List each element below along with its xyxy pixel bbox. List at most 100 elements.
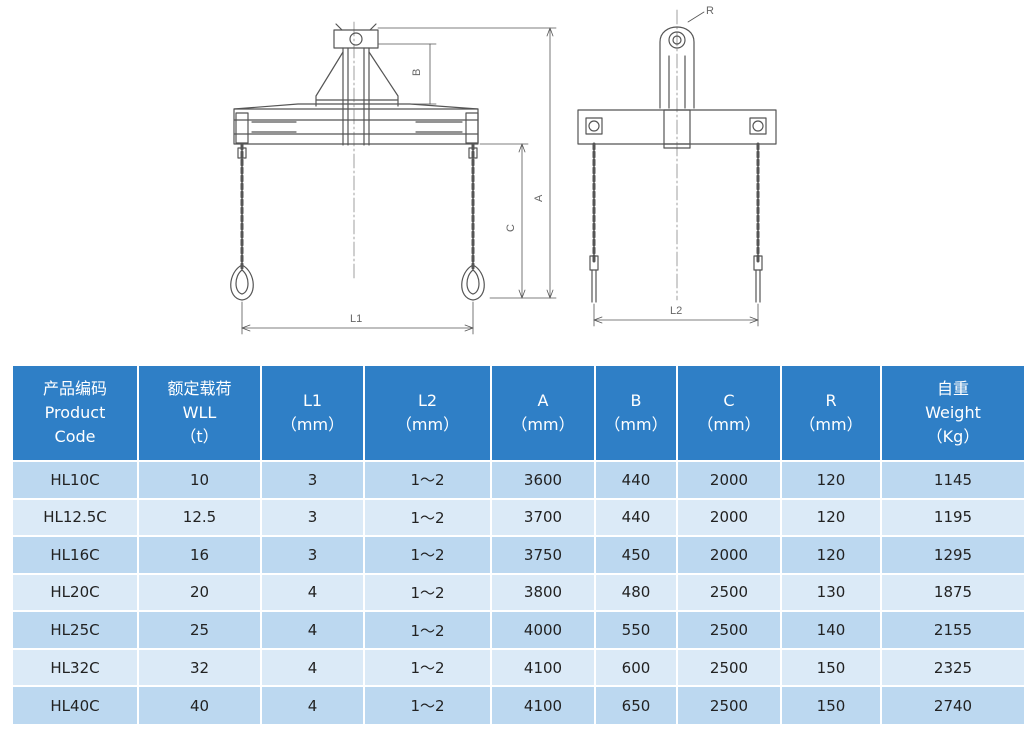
cell-l1: 4 bbox=[261, 647, 365, 687]
header-line: （mm） bbox=[395, 415, 460, 434]
cell-l2: 1～2 bbox=[364, 572, 492, 612]
dim-label-a: A bbox=[533, 194, 545, 202]
header-line: （mm） bbox=[697, 415, 761, 434]
header-line: Weight bbox=[925, 403, 981, 422]
cell-weight: 2740 bbox=[881, 685, 1024, 724]
cell-weight: 1875 bbox=[881, 572, 1024, 612]
dim-label-c: C bbox=[505, 224, 517, 232]
cell-wll: 20 bbox=[138, 572, 262, 612]
technical-drawing: L1 B A C R L2 bbox=[230, 5, 777, 335]
header-c: C （mm） bbox=[677, 366, 782, 461]
cell-product-code: HL10C bbox=[13, 460, 139, 499]
cell-c: 2500 bbox=[677, 685, 782, 724]
side-view bbox=[577, 9, 777, 327]
cell-r: 150 bbox=[781, 647, 882, 687]
cell-a: 4100 bbox=[491, 647, 596, 687]
cell-a: 3700 bbox=[491, 497, 596, 537]
front-view bbox=[230, 21, 557, 335]
cell-c: 2500 bbox=[677, 610, 782, 649]
cell-r: 120 bbox=[781, 460, 882, 499]
header-line: L2 bbox=[417, 391, 438, 410]
cell-product-code: HL20C bbox=[13, 572, 139, 612]
cell-b: 550 bbox=[595, 610, 678, 649]
cell-wll: 32 bbox=[138, 647, 262, 687]
header-line: （mm） bbox=[280, 415, 345, 434]
cell-l2: 1～2 bbox=[364, 497, 492, 537]
cell-wll: 12.5 bbox=[138, 497, 262, 537]
cell-product-code: HL16C bbox=[13, 535, 139, 574]
header-line: 产品编码 bbox=[42, 379, 107, 398]
header-line: A bbox=[537, 391, 549, 410]
header-line: Product bbox=[44, 403, 106, 422]
header-line: （mm） bbox=[604, 415, 668, 434]
header-line: C bbox=[723, 391, 735, 410]
cell-a: 3600 bbox=[491, 460, 596, 499]
cell-wll: 10 bbox=[138, 460, 262, 499]
header-line: R bbox=[825, 391, 837, 410]
header-b: B （mm） bbox=[595, 366, 678, 461]
dim-label-r: R bbox=[706, 5, 714, 17]
cell-b: 440 bbox=[595, 460, 678, 499]
header-wll: 额定载荷 WLL （t） bbox=[138, 366, 262, 461]
cell-c: 2500 bbox=[677, 647, 782, 687]
cell-r: 150 bbox=[781, 685, 882, 724]
cell-c: 2000 bbox=[677, 535, 782, 574]
header-l2: L2 （mm） bbox=[364, 366, 492, 461]
cell-weight: 2155 bbox=[881, 610, 1024, 649]
cell-b: 650 bbox=[595, 685, 678, 724]
header-line: （mm） bbox=[799, 415, 863, 434]
cell-l2: 1～2 bbox=[364, 685, 492, 724]
header-line: （t） bbox=[180, 427, 219, 446]
cell-product-code: HL32C bbox=[13, 647, 139, 687]
cell-l2: 1～2 bbox=[364, 535, 492, 574]
cell-wll: 25 bbox=[138, 610, 262, 649]
dim-label-l2: L2 bbox=[670, 305, 682, 317]
header-line: B bbox=[630, 391, 642, 410]
dim-label-b: B bbox=[411, 69, 423, 76]
cell-c: 2500 bbox=[677, 572, 782, 612]
cell-c: 2000 bbox=[677, 460, 782, 499]
cell-weight: 1145 bbox=[881, 460, 1024, 499]
header-line: 自重 bbox=[936, 379, 969, 398]
cell-l2: 1～2 bbox=[364, 610, 492, 649]
cell-weight: 1295 bbox=[881, 535, 1024, 574]
cell-product-code: HL12.5C bbox=[13, 497, 139, 537]
cell-r: 130 bbox=[781, 572, 882, 612]
cell-a: 3800 bbox=[491, 572, 596, 612]
dim-label-l1: L1 bbox=[350, 313, 362, 325]
cell-weight: 1195 bbox=[881, 497, 1024, 537]
cell-l1: 4 bbox=[261, 610, 365, 649]
cell-a: 3750 bbox=[491, 535, 596, 574]
cell-wll: 16 bbox=[138, 535, 262, 574]
cell-l1: 3 bbox=[261, 460, 365, 499]
cell-b: 600 bbox=[595, 647, 678, 687]
cell-b: 480 bbox=[595, 572, 678, 612]
cell-r: 140 bbox=[781, 610, 882, 649]
header-line: 额定载荷 bbox=[167, 379, 232, 398]
cell-product-code: HL25C bbox=[13, 610, 139, 649]
cell-a: 4000 bbox=[491, 610, 596, 649]
header-line: L1 bbox=[302, 391, 323, 410]
header-line: （Kg） bbox=[926, 427, 980, 446]
cell-l1: 4 bbox=[261, 685, 365, 724]
header-line: WLL bbox=[182, 403, 217, 422]
cell-product-code: HL40C bbox=[13, 685, 139, 724]
cell-r: 120 bbox=[781, 535, 882, 574]
cell-c: 2000 bbox=[677, 497, 782, 537]
cell-l2: 1～2 bbox=[364, 460, 492, 499]
cell-wll: 40 bbox=[138, 685, 262, 724]
cell-l1: 3 bbox=[261, 497, 365, 537]
header-line: （mm） bbox=[511, 415, 575, 434]
header-weight: 自重 Weight （Kg） bbox=[881, 366, 1024, 461]
